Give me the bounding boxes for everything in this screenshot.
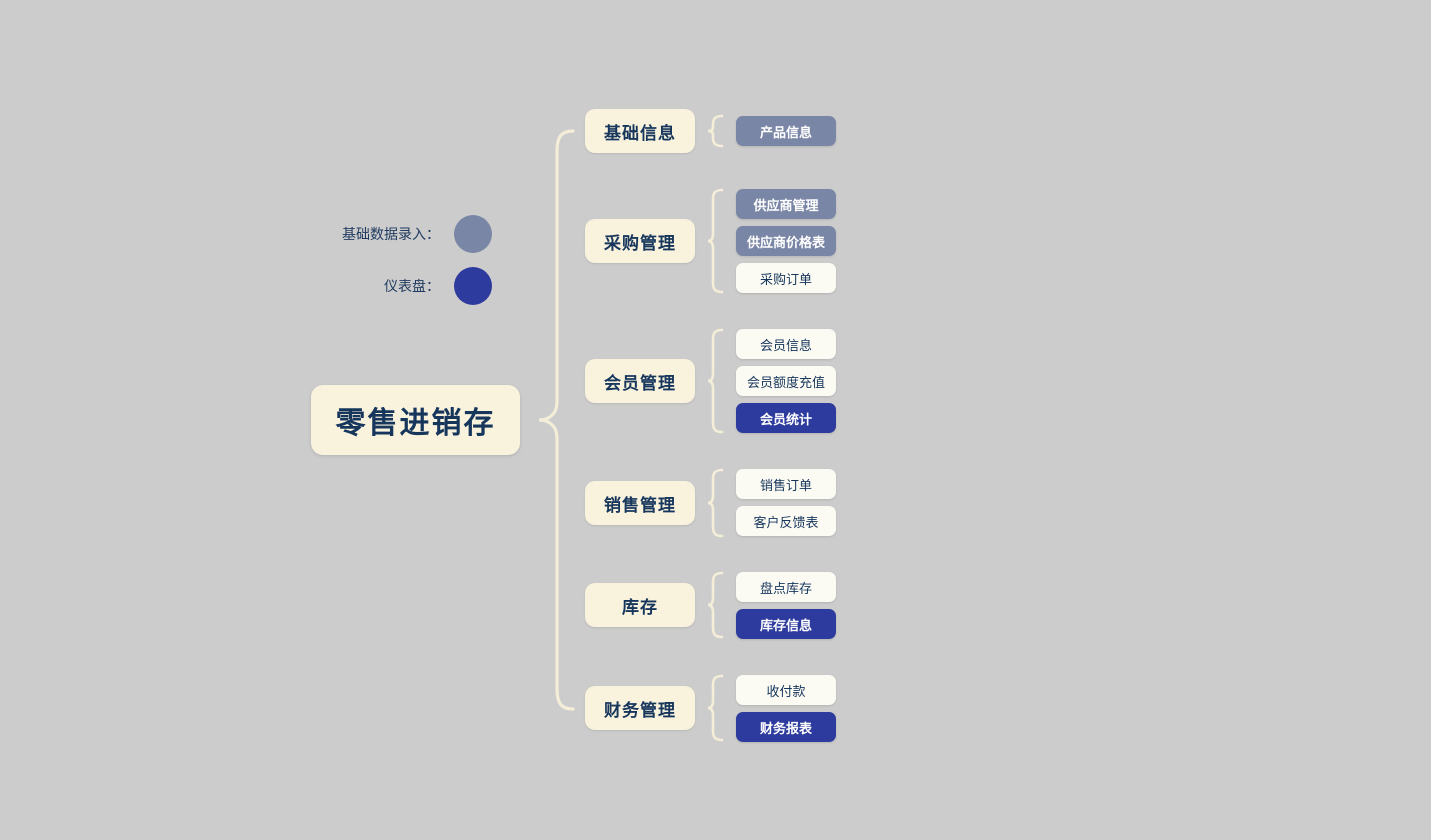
branch-label: 基础信息	[604, 123, 676, 143]
leaf-label: 财务报表	[759, 720, 812, 736]
leaf-node-financial-report[interactable]: 财务报表	[736, 712, 836, 742]
branch-node-basic-info[interactable]: 基础信息	[585, 109, 695, 153]
leaf-label: 销售订单	[759, 477, 812, 493]
branch-node-purchasing[interactable]: 采购管理	[585, 219, 695, 263]
branch-brace-1	[707, 114, 724, 148]
branch-brace-3	[707, 328, 724, 434]
leaf-node-supplier-management[interactable]: 供应商管理	[736, 189, 836, 219]
branch-label: 库存	[622, 597, 658, 617]
branch-brace-4	[707, 468, 724, 538]
root-node[interactable]: 零售进销存	[311, 385, 520, 455]
leaf-label: 客户反馈表	[753, 514, 819, 530]
leaf-label: 库存信息	[759, 617, 812, 633]
leaf-node-purchase-order[interactable]: 采购订单	[736, 263, 836, 293]
branch-label: 销售管理	[604, 495, 676, 515]
leaf-label: 会员统计	[759, 411, 812, 427]
leaf-node-member-info[interactable]: 会员信息	[736, 329, 836, 359]
branch-brace-6	[707, 674, 724, 742]
leaf-node-sales-order[interactable]: 销售订单	[736, 469, 836, 499]
branch-node-membership[interactable]: 会员管理	[585, 359, 695, 403]
root-node-label: 零售进销存	[335, 407, 496, 440]
leaf-label: 产品信息	[759, 124, 812, 140]
leaf-label: 供应商管理	[753, 197, 819, 213]
leaf-label: 供应商价格表	[746, 234, 825, 250]
leaf-label: 盘点库存	[759, 580, 812, 596]
legend-dot-gray	[454, 215, 492, 253]
leaf-node-member-recharge[interactable]: 会员额度充值	[736, 366, 836, 396]
leaf-node-payments[interactable]: 收付款	[736, 675, 836, 705]
branch-node-inventory[interactable]: 库存	[585, 583, 695, 627]
legend-label-1: 仪表盘：	[384, 278, 440, 294]
leaf-node-supplier-price-list[interactable]: 供应商价格表	[736, 226, 836, 256]
branch-node-finance[interactable]: 财务管理	[585, 686, 695, 730]
branch-node-sales[interactable]: 销售管理	[585, 481, 695, 525]
legend-item-0: 基础数据录入：	[330, 215, 492, 253]
main-brace	[538, 129, 575, 711]
leaf-label: 收付款	[766, 683, 806, 699]
leaf-node-member-statistics[interactable]: 会员统计	[736, 403, 836, 433]
leaf-label: 会员额度充值	[746, 374, 825, 390]
legend-item-1: 仪表盘：	[330, 267, 492, 305]
branch-label: 采购管理	[604, 233, 676, 253]
legend-label-0: 基础数据录入：	[342, 226, 440, 242]
branch-brace-5	[707, 571, 724, 639]
leaf-node-product-info[interactable]: 产品信息	[736, 116, 836, 146]
leaf-node-inventory-info[interactable]: 库存信息	[736, 609, 836, 639]
leaf-node-customer-feedback[interactable]: 客户反馈表	[736, 506, 836, 536]
leaf-label: 采购订单	[759, 271, 812, 287]
branch-brace-2	[707, 188, 724, 294]
leaf-label: 会员信息	[759, 337, 812, 353]
branch-label: 财务管理	[604, 700, 676, 720]
leaf-node-stocktaking[interactable]: 盘点库存	[736, 572, 836, 602]
branch-label: 会员管理	[604, 373, 676, 393]
legend-dot-navy	[454, 267, 492, 305]
